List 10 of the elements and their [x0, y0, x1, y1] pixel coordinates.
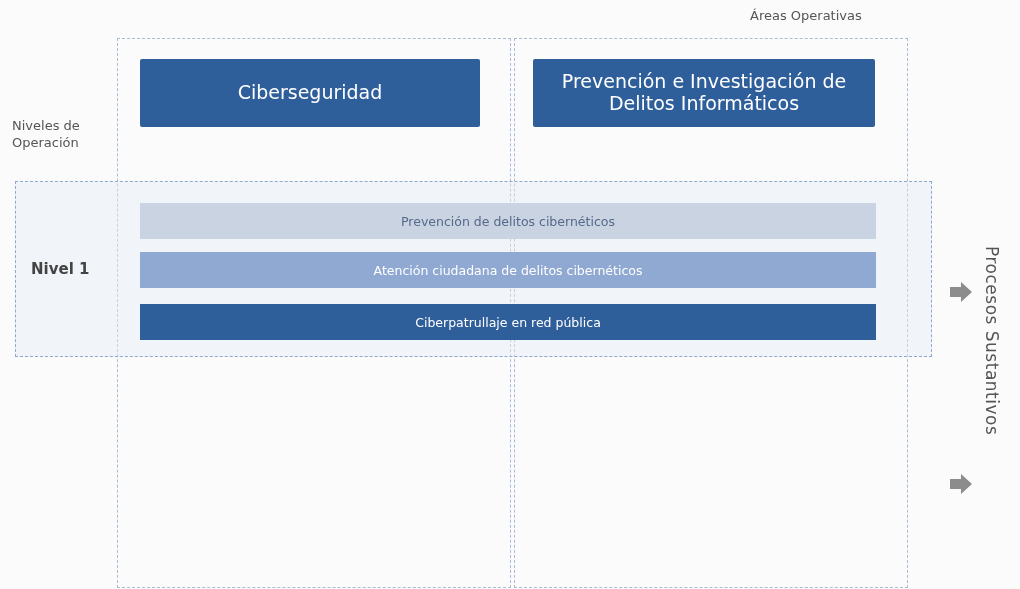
level-label: Nivel 1: [31, 260, 90, 278]
process-bar: Atención ciudadana de delitos cibernéticos: [140, 252, 876, 288]
axis-label: Procesos Sustantivos: [982, 246, 1002, 436]
area-box: Prevención e Investigación de Delitos Informáticos: [533, 59, 875, 127]
process-bar: Prevención de delitos cibernéticos: [140, 203, 876, 239]
process-bar: Ciberpatrullaje en red pública: [140, 304, 876, 340]
axis-label: Niveles de Operación: [12, 118, 81, 152]
area-box: Ciberseguridad: [140, 59, 480, 127]
axis-label: Áreas Operativas: [750, 8, 863, 23]
level-band: [15, 181, 932, 357]
